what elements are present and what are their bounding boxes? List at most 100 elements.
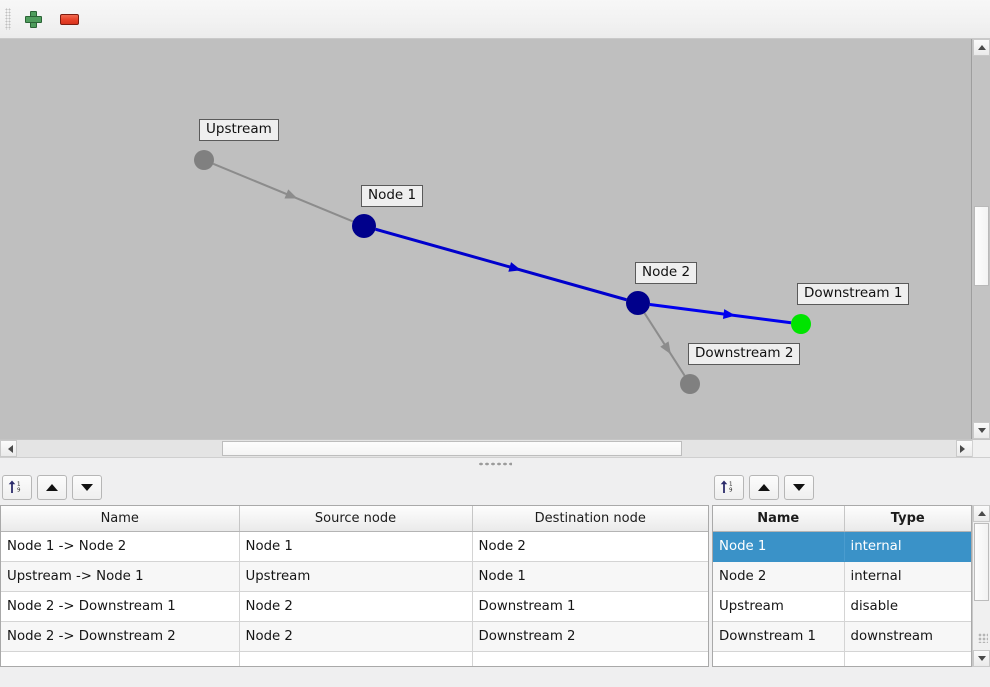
table-cell[interactable]: disable: [844, 591, 971, 622]
table-cell[interactable]: Node 2: [472, 531, 708, 562]
column-header[interactable]: Source node: [239, 506, 473, 532]
graph-edge[interactable]: [649, 303, 792, 325]
node-label-node2[interactable]: Node 2: [635, 262, 698, 284]
table-cell-empty: [844, 651, 971, 666]
triangle-up-icon: [46, 483, 58, 491]
edges-move-down-button[interactable]: [72, 474, 102, 500]
table-cell[interactable]: Downstream 1: [713, 621, 845, 652]
table-cell[interactable]: Node 2: [239, 621, 473, 652]
nodes-scroll-thumb[interactable]: [974, 523, 989, 601]
nodes-sort-button[interactable]: 1 9: [714, 474, 744, 500]
node-label-downstream1[interactable]: Downstream 1: [797, 283, 910, 305]
nodes-toolbar: 1 9: [712, 470, 990, 505]
svg-text:9: 9: [729, 488, 733, 494]
nodes-scroll-up-button[interactable]: [973, 505, 990, 522]
table-cell[interactable]: Downstream 1: [472, 591, 708, 622]
table-cell[interactable]: Node 2: [713, 561, 845, 592]
table-cell[interactable]: Node 2 -> Downstream 2: [1, 621, 240, 652]
toolbar-drag-handle[interactable]: [3, 6, 13, 32]
vertical-scroll-track[interactable]: [973, 56, 990, 422]
graph-edge[interactable]: [212, 162, 354, 223]
graph-edge[interactable]: [375, 227, 627, 302]
table-cell[interactable]: Node 2 -> Downstream 1: [1, 591, 240, 622]
table-cell-empty: [1, 651, 240, 666]
table-empty-row: [1, 651, 708, 666]
graph-horizontal-scrollbar[interactable]: [0, 439, 990, 457]
sort-icon: 1 9: [720, 480, 733, 494]
resize-grip[interactable]: [978, 633, 988, 643]
table-cell[interactable]: Upstream: [239, 561, 473, 592]
graph-node-upstream[interactable]: [194, 150, 214, 170]
add-button[interactable]: [17, 4, 49, 34]
table-cell-empty: [713, 651, 845, 666]
edges-move-up-button[interactable]: [37, 474, 67, 500]
triangle-up-icon: [758, 483, 770, 491]
table-cell[interactable]: Upstream -> Node 1: [1, 561, 240, 592]
plus-icon: [24, 10, 42, 28]
node-label-upstream[interactable]: Upstream: [199, 119, 279, 141]
horizontal-scroll-track[interactable]: [17, 440, 956, 457]
table-cell-empty: [472, 651, 708, 666]
edge-arrowhead: [660, 341, 671, 355]
graph-node-node1[interactable]: [352, 214, 376, 238]
triangle-down-icon: [793, 483, 805, 491]
graph-node-downstream2[interactable]: [680, 374, 700, 394]
vertical-scroll-thumb[interactable]: [974, 206, 989, 286]
nodes-move-up-button[interactable]: [749, 474, 779, 500]
table-cell[interactable]: Node 1 -> Node 2: [1, 531, 240, 562]
column-header[interactable]: Name: [713, 506, 845, 532]
table-cell[interactable]: Node 2: [239, 591, 473, 622]
horizontal-scroll-thumb[interactable]: [222, 441, 682, 456]
table-cell[interactable]: Node 1: [472, 561, 708, 592]
table-cell[interactable]: Node 1: [713, 531, 845, 562]
edges-pane-footer: [0, 667, 709, 687]
node-label-node1[interactable]: Node 1: [361, 185, 424, 207]
nodes-move-down-button[interactable]: [784, 474, 814, 500]
node-label-downstream2[interactable]: Downstream 2: [688, 343, 801, 365]
scrollbar-corner: [972, 440, 990, 457]
scroll-up-button[interactable]: [973, 39, 990, 56]
column-header[interactable]: Name: [1, 506, 240, 532]
column-header[interactable]: Destination node: [472, 506, 708, 532]
table-cell[interactable]: internal: [844, 561, 971, 592]
table-cell[interactable]: Node 1: [239, 531, 473, 562]
remove-button[interactable]: [53, 4, 85, 34]
scroll-down-button[interactable]: [973, 422, 990, 439]
graph-vertical-scrollbar[interactable]: [972, 39, 990, 439]
table-cell[interactable]: downstream: [844, 621, 971, 652]
scroll-left-button[interactable]: [0, 440, 17, 457]
graph-node-downstream1[interactable]: [791, 314, 811, 334]
main-toolbar: [0, 0, 990, 39]
edges-sort-button[interactable]: 1 9: [2, 474, 32, 500]
column-header[interactable]: Type: [844, 506, 971, 532]
panel-splitter[interactable]: [0, 457, 990, 470]
graph-node-node2[interactable]: [626, 291, 650, 315]
nodes-scroll-down-button[interactable]: [973, 650, 990, 667]
scroll-right-button[interactable]: [956, 440, 973, 457]
table-cell[interactable]: Upstream: [713, 591, 845, 622]
svg-text:1: 1: [17, 482, 21, 488]
table-cell[interactable]: Downstream 2: [472, 621, 708, 652]
table-cell[interactable]: internal: [844, 531, 971, 562]
